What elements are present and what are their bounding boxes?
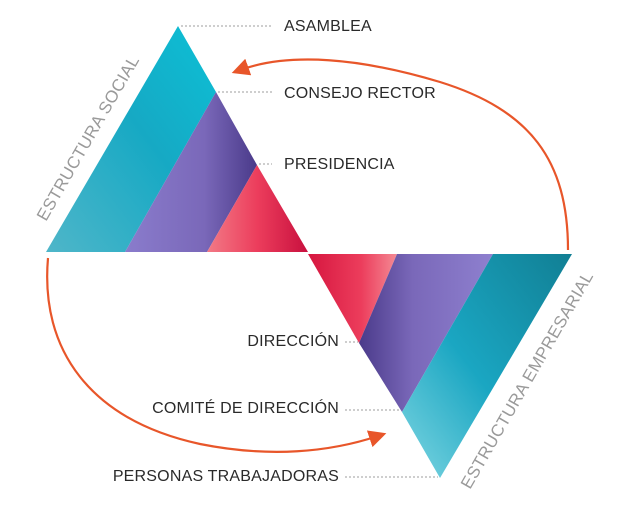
- level-label-asamblea: ASAMBLEA: [284, 18, 372, 35]
- business-triangle: [308, 254, 572, 478]
- downward-arrow: [46, 257, 387, 453]
- level-label-comite-direccion: COMITÉ DE DIRECCIÓN: [152, 398, 339, 417]
- direccion-band: [308, 254, 397, 343]
- comite-direccion-band: [359, 254, 493, 412]
- level-label-direccion: DIRECCIÓN: [247, 331, 339, 350]
- upward-arrow: [231, 58, 570, 251]
- presidencia-band: [207, 165, 308, 252]
- asamblea-band: [46, 26, 216, 252]
- social-triangle: [46, 26, 308, 252]
- level-label-personas-trabajadoras: PERSONAS TRABAJADORAS: [113, 468, 339, 485]
- level-label-presidencia: PRESIDENCIA: [284, 156, 395, 173]
- level-label-consejo-rector: CONSEJO RECTOR: [284, 85, 436, 102]
- leader-lines: [181, 25, 438, 478]
- personas-trabajadoras-band: [402, 254, 572, 478]
- consejo-rector-band: [125, 92, 257, 252]
